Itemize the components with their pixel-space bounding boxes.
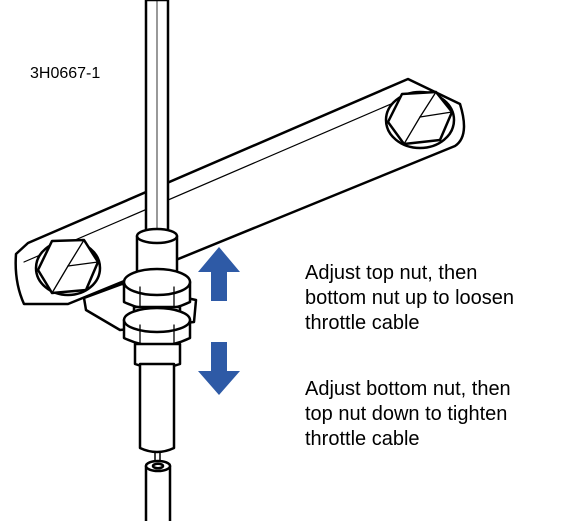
callout-tighten-line3: throttle cable <box>305 428 420 450</box>
bottom-nut <box>122 306 192 348</box>
left-bolt <box>34 238 102 297</box>
callout-loosen-line1: Adjust top nut, then <box>305 262 478 284</box>
callout-loosen-line3: throttle cable <box>305 312 420 334</box>
upper-cable-housing <box>144 0 170 238</box>
callout-tighten-line1: Adjust bottom nut, then <box>305 378 511 400</box>
figure-id: 3H0667-1 <box>30 65 101 82</box>
lower-cable-sleeve <box>138 362 176 454</box>
bracket-plate <box>14 77 466 306</box>
arrow-up-icon <box>198 247 240 301</box>
cable-end <box>144 459 172 521</box>
callout-loosen-line2: bottom nut up to loosen <box>305 287 515 309</box>
callout-tighten: Adjust bottom nut, then top nut down to … <box>305 377 511 452</box>
callout-loosen: Adjust top nut, then bottom nut up to lo… <box>305 261 514 336</box>
arrow-down-icon <box>198 342 240 395</box>
right-bolt <box>384 90 456 150</box>
callout-tighten-line2: top nut down to tighten <box>305 403 508 425</box>
top-nut <box>122 267 192 312</box>
